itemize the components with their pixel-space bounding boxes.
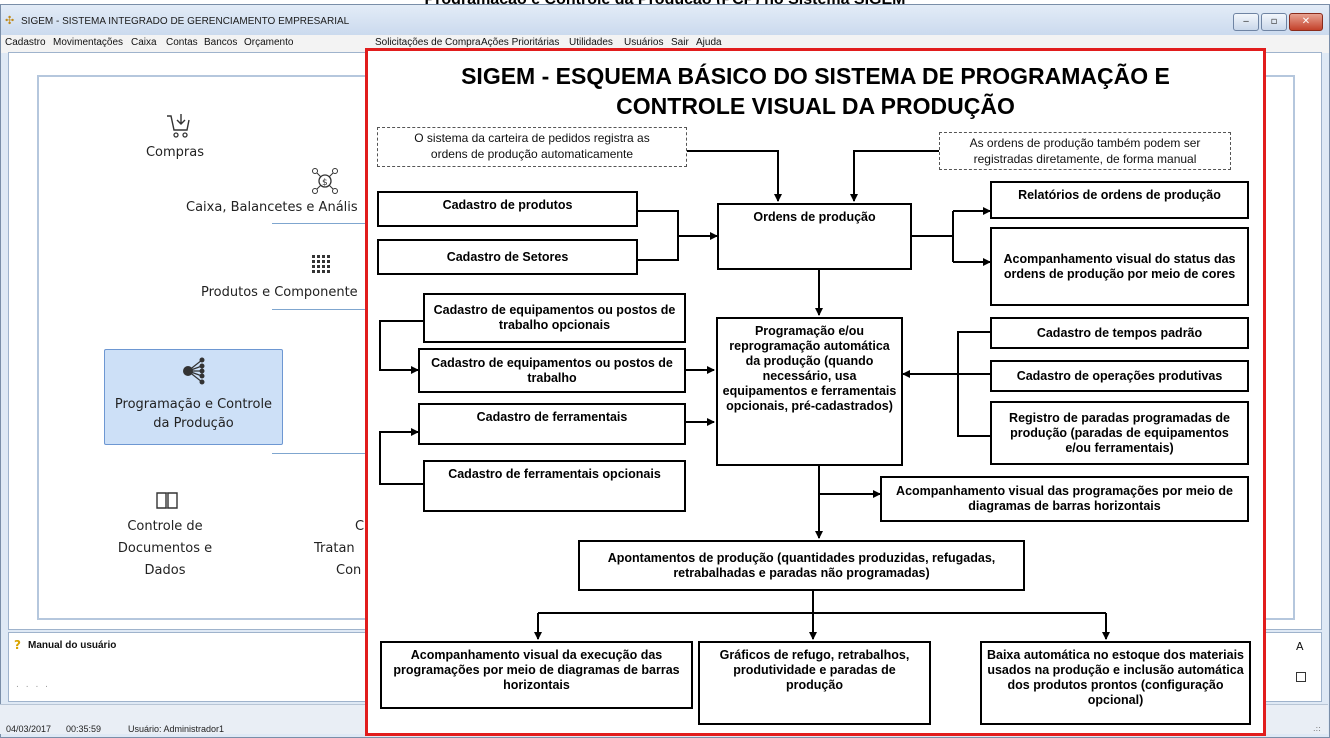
diagram-overlay: SIGEM - ESQUEMA BÁSICO DO SISTEMA DE PRO… <box>365 48 1266 736</box>
box-cad-operacoes: Cadastro de operações produtivas <box>990 360 1249 392</box>
launcher-pcp-tile[interactable] <box>104 349 283 445</box>
cart-icon <box>167 114 190 138</box>
minimize-button[interactable]: ‒ <box>1233 13 1259 31</box>
launcher-trat-line3: Con <box>336 563 362 578</box>
status-time: 00:35:59 <box>66 724 102 734</box>
title-bar: ✣ SIGEM - SISTEMA INTEGRADO DE GERENCIAM… <box>1 5 1329 35</box>
box-programacao: Programação e/ou reprogramação automátic… <box>716 317 903 466</box>
menu-solicitacoes[interactable]: Solicitações de Compra <box>375 37 481 48</box>
app-icon: ✣ <box>5 14 15 27</box>
svg-text:$: $ <box>322 178 328 188</box>
question-icon: ? <box>14 638 21 652</box>
book-icon <box>156 492 178 509</box>
launcher-pcp-line1: Programação e Controle <box>114 397 273 412</box>
grid-icon <box>312 255 330 273</box>
launcher-produtos[interactable]: Produtos e Componente <box>201 285 358 300</box>
separator-1 <box>272 223 368 224</box>
box-acomp-programacoes: Acompanhamento visual das programações p… <box>880 476 1249 522</box>
dots: . . . . <box>16 680 51 690</box>
menu-caixa[interactable]: Caixa <box>131 37 157 48</box>
maximize-button[interactable]: ▫ <box>1261 13 1287 31</box>
box-cadastro-produtos: Cadastro de produtos <box>377 191 638 227</box>
note-right-line2: registradas diretamente, de forma manual <box>973 152 1197 166</box>
menu-orcamento[interactable]: Orçamento <box>244 37 294 48</box>
box-acomp-status: Acompanhamento visual do status das orde… <box>990 227 1249 306</box>
launcher-docs-line1[interactable]: Controle de <box>127 519 203 534</box>
resize-grip-icon[interactable]: .:: <box>1313 724 1321 733</box>
window-title: SIGEM - SISTEMA INTEGRADO DE GERENCIAMEN… <box>21 16 350 27</box>
note-left-line2: ordens de produção automaticamente <box>430 147 634 161</box>
launcher-caixa[interactable]: Caixa, Balancetes e Anális <box>186 200 358 215</box>
status-user: Usuário: Administrador1 <box>128 724 225 734</box>
menu-acoes[interactable]: Ações Prioritárias <box>481 37 560 48</box>
close-button[interactable]: ✕ <box>1289 13 1323 31</box>
menu-usuarios[interactable]: Usuários <box>624 37 664 48</box>
box-baixa-estoque: Baixa automática no estoque dos materiai… <box>980 641 1251 725</box>
menu-cadastro[interactable]: Cadastro <box>5 37 46 48</box>
menu-utilidades[interactable]: Utilidades <box>569 37 613 48</box>
box-cad-ferr-opcionais: Cadastro de ferramentais opcionais <box>423 460 686 512</box>
diagram-title-line2: CONTROLE VISUAL DA PRODUÇÃO <box>616 93 1015 119</box>
note-left-line1: O sistema da carteira de pedidos registr… <box>414 131 650 145</box>
box-graficos: Gráficos de refugo, retrabalhos, produti… <box>698 641 931 725</box>
box-cad-ferramentais: Cadastro de ferramentais <box>418 403 686 445</box>
menu-contas[interactable]: Contas <box>166 37 198 48</box>
launcher-docs-line3: Dados <box>144 563 186 578</box>
menu-movimentacoes[interactable]: Movimentações <box>53 37 124 48</box>
diagram-title: SIGEM - ESQUEMA BÁSICO DO SISTEMA DE PRO… <box>368 61 1263 121</box>
launcher-docs-line2: Documentos e <box>117 541 213 556</box>
box-relatorios: Relatórios de ordens de produção <box>990 181 1249 219</box>
network-icon <box>183 357 205 385</box>
diagram-title-line1: SIGEM - ESQUEMA BÁSICO DO SISTEMA DE PRO… <box>461 63 1170 89</box>
box-cad-tempos: Cadastro de tempos padrão <box>990 317 1249 349</box>
status-date: 04/03/2017 <box>6 724 52 734</box>
box-cadastro-setores: Cadastro de Setores <box>377 239 638 275</box>
money-network-icon: $ <box>312 168 338 194</box>
box-cad-equip-opcionais: Cadastro de equipamentos ou postos de tr… <box>423 293 686 343</box>
manual-link[interactable]: Manual do usuário <box>28 640 117 651</box>
box-acomp-execucao: Acompanhamento visual da execução das pr… <box>380 641 693 709</box>
right-letter: A <box>1296 640 1304 653</box>
menu-ajuda[interactable]: Ajuda <box>696 37 722 48</box>
menu-sair[interactable]: Sair <box>671 37 689 48</box>
separator-3 <box>272 453 368 454</box>
right-checkbox[interactable] <box>1296 672 1306 682</box>
diagram-connectors <box>379 150 1110 640</box>
note-left: O sistema da carteira de pedidos registr… <box>377 127 687 167</box>
launcher-compras[interactable]: Compras <box>145 145 205 160</box>
box-apontamentos: Apontamentos de produção (quantidades pr… <box>578 540 1025 591</box>
launcher-pcp-line2: da Produção <box>153 416 234 431</box>
separator-2 <box>272 309 368 310</box>
box-ordens-producao: Ordens de produção <box>717 203 912 270</box>
note-right: As ordens de produção também podem ser r… <box>939 132 1231 170</box>
launcher-trat-line1[interactable]: C <box>355 519 365 534</box>
box-registro-paradas: Registro de paradas programadas de produ… <box>990 401 1249 465</box>
box-cad-equip: Cadastro de equipamentos ou postos de tr… <box>418 348 686 393</box>
launcher-trat-line2: Tratan <box>314 541 355 556</box>
menu-bancos[interactable]: Bancos <box>204 37 238 48</box>
note-right-line1: As ordens de produção também podem ser <box>969 136 1201 150</box>
